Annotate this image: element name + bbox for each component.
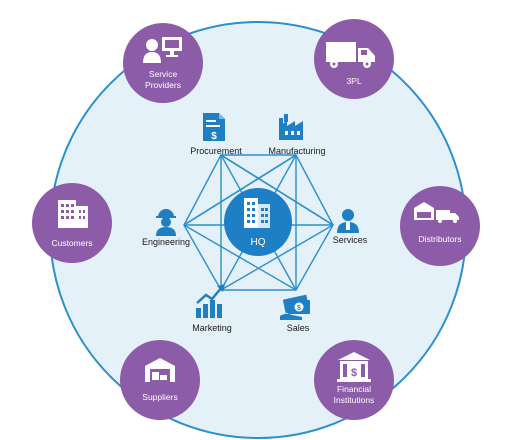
suppliers-label: Suppliers bbox=[142, 392, 177, 402]
inner-node-engineering: Engineering bbox=[142, 209, 190, 247]
warehouse-truck-icon bbox=[414, 202, 459, 223]
manufacturing-label: Manufacturing bbox=[268, 146, 325, 156]
money-hand-icon: $ bbox=[280, 294, 310, 320]
procurement-label: Procurement bbox=[190, 146, 242, 156]
truck-icon bbox=[326, 42, 375, 68]
svg-text:$: $ bbox=[297, 305, 301, 312]
outer-node-customers: Customers bbox=[32, 183, 112, 263]
inner-node-procurement: $ Procurement bbox=[190, 113, 242, 156]
growth-chart-icon bbox=[196, 284, 225, 318]
outer-node-suppliers: Suppliers bbox=[120, 340, 200, 420]
svg-text:$: $ bbox=[351, 367, 357, 379]
inner-node-marketing: Marketing bbox=[192, 284, 232, 333]
sales-label: Sales bbox=[287, 323, 310, 333]
bank-dollar-icon: $ bbox=[337, 352, 371, 382]
document-dollar-icon: $ bbox=[203, 113, 225, 142]
engineering-label: Engineering bbox=[142, 237, 190, 247]
distributors-label: Distributors bbox=[419, 234, 462, 244]
services-label: Services bbox=[333, 235, 368, 245]
hq-label: HQ bbox=[251, 237, 266, 248]
factory-icon bbox=[279, 114, 303, 140]
engineer-hardhat-icon bbox=[156, 209, 176, 236]
warehouse-boxes-icon bbox=[145, 358, 175, 382]
outer-node-3pl: 3PL bbox=[314, 19, 394, 99]
service-person-icon bbox=[337, 209, 359, 233]
service-providers-label-line2: Providers bbox=[145, 80, 181, 90]
outer-node-financial-institutions: $ Financial Institutions bbox=[314, 340, 394, 420]
3pl-label: 3PL bbox=[346, 76, 361, 86]
financial-institutions-label-line1: Financial bbox=[337, 384, 371, 394]
outer-node-distributors: Distributors bbox=[400, 186, 480, 266]
service-providers-label-line1: Service bbox=[149, 69, 178, 79]
inner-node-manufacturing: Manufacturing bbox=[268, 114, 326, 156]
financial-institutions-label-line2: Institutions bbox=[334, 395, 375, 405]
customers-label: Customers bbox=[51, 238, 92, 248]
inner-node-services: Services bbox=[333, 209, 368, 245]
hq-hub: HQ bbox=[224, 188, 292, 256]
office-building-icon bbox=[58, 200, 88, 228]
hq-building-icon bbox=[244, 198, 270, 228]
inner-node-sales: $ Sales bbox=[280, 294, 310, 333]
svg-text:$: $ bbox=[211, 131, 217, 142]
outer-node-service-providers: Service Providers bbox=[123, 23, 203, 103]
person-computer-icon bbox=[143, 37, 182, 63]
marketing-label: Marketing bbox=[192, 323, 232, 333]
